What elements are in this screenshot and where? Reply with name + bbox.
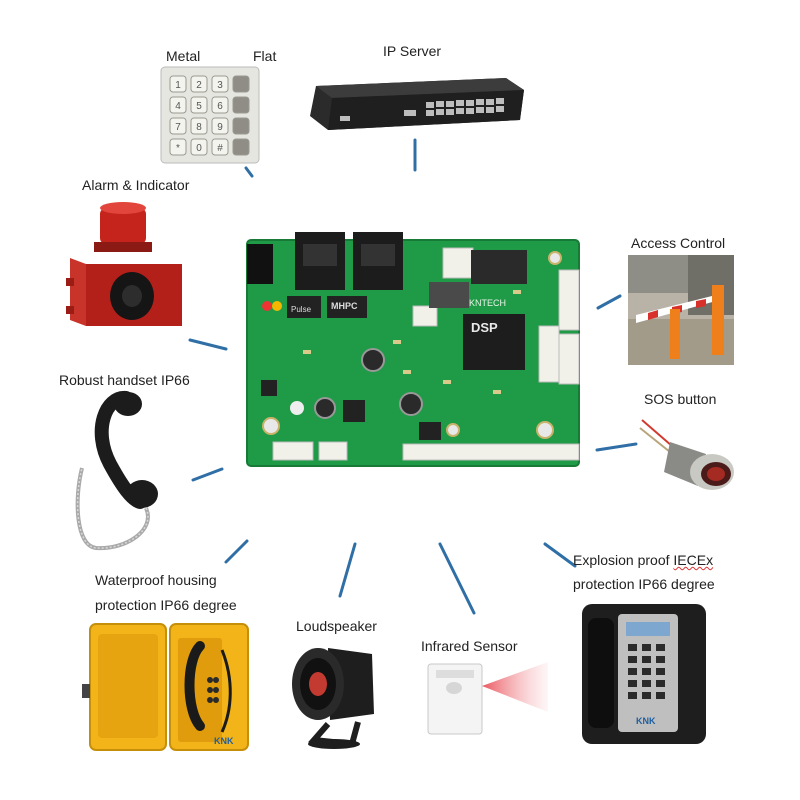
sos-pushbutton-icon bbox=[639, 419, 734, 490]
board-text-pulse: Pulse bbox=[291, 305, 312, 314]
label-explosion-prefix: Explosion proof bbox=[573, 552, 674, 568]
label-waterproof-line2: protection IP66 degree bbox=[95, 597, 237, 613]
keypad-key-label: 8 bbox=[196, 122, 202, 133]
label-loudspeaker: Loudspeaker bbox=[296, 618, 377, 634]
keypad-key bbox=[190, 96, 208, 114]
keypad-key-label: 0 bbox=[196, 143, 202, 154]
keypad-key-label: * bbox=[176, 143, 180, 154]
access-barrier-icon bbox=[628, 255, 734, 365]
label-metal: Metal bbox=[166, 48, 201, 64]
keypad-key bbox=[190, 75, 208, 93]
keypad-key bbox=[232, 96, 250, 114]
explosion-proof-phone-icon: KNK bbox=[582, 604, 706, 744]
label-explosion-line1: Explosion proof IECEx bbox=[573, 551, 713, 569]
label-alarm-indicator: Alarm & Indicator bbox=[82, 177, 190, 193]
keypad-key-label: 1 bbox=[175, 80, 181, 91]
label-flat: Flat bbox=[253, 48, 277, 64]
keypad-key-label: 6 bbox=[217, 101, 223, 112]
line-sos bbox=[595, 442, 638, 452]
keypad-key-label: 4 bbox=[175, 101, 181, 112]
line-explosion bbox=[543, 542, 577, 568]
keypad-key-label: 2 bbox=[196, 80, 202, 91]
line-alarm bbox=[188, 338, 228, 351]
waterproof-phone-housing-icon: KNK bbox=[82, 623, 249, 751]
line-waterproof bbox=[224, 539, 249, 564]
keypad-key bbox=[169, 138, 187, 156]
telephone-handset-icon bbox=[75, 391, 158, 551]
board-text-mhpc: MHPC bbox=[331, 301, 358, 311]
keypad-key bbox=[169, 96, 187, 114]
line-loudspeaker bbox=[338, 542, 357, 598]
label-infrared-sensor: Infrared Sensor bbox=[421, 638, 518, 654]
board-text-dsp: DSP bbox=[471, 320, 498, 335]
line-keypad bbox=[244, 166, 254, 178]
keypad-icon: 1 2 3 4 5 6 7 8 9 * 0 # bbox=[160, 66, 260, 164]
pcb-board-icon: Pulse MHPC KNTECH DSP bbox=[246, 232, 580, 467]
label-robust-handset: Robust handset IP66 bbox=[59, 372, 190, 388]
keypad-key bbox=[190, 138, 208, 156]
keypad-key-label: 3 bbox=[217, 80, 223, 91]
label-explosion-iecex: IECEx bbox=[673, 552, 714, 568]
keypad-key bbox=[232, 138, 250, 156]
label-sos-button: SOS button bbox=[644, 391, 717, 407]
line-access bbox=[596, 294, 622, 310]
keypad-key bbox=[190, 117, 208, 135]
keypad-key bbox=[211, 75, 229, 93]
infrared-sensor-icon bbox=[427, 662, 548, 735]
keypad-key bbox=[211, 138, 229, 156]
keypad-key bbox=[232, 75, 250, 93]
label-explosion-line2: protection IP66 degree bbox=[573, 576, 715, 592]
loudspeaker-icon bbox=[292, 648, 374, 749]
line-infrared bbox=[438, 542, 476, 615]
keypad-key-label: # bbox=[217, 143, 223, 154]
keypad-key bbox=[211, 96, 229, 114]
keypad-key-label: 7 bbox=[175, 122, 181, 133]
board-text-kntech: KNTECH bbox=[469, 298, 506, 308]
keypad-key-label: 5 bbox=[196, 101, 202, 112]
keypad-key bbox=[169, 117, 187, 135]
label-ip-server: IP Server bbox=[383, 43, 442, 59]
label-access-control: Access Control bbox=[631, 235, 726, 251]
explosion-brand-text: KNK bbox=[636, 716, 656, 726]
line-handset bbox=[191, 467, 224, 482]
network-switch-icon bbox=[310, 78, 524, 130]
alarm-beacon-icon bbox=[66, 202, 182, 326]
housing-brand-text: KNK bbox=[214, 736, 234, 746]
label-waterproof-line1: Waterproof housing bbox=[95, 572, 217, 588]
keypad-key bbox=[211, 117, 229, 135]
keypad-key-label: 9 bbox=[217, 122, 223, 133]
keypad-key bbox=[169, 75, 187, 93]
keypad-key bbox=[232, 117, 250, 135]
